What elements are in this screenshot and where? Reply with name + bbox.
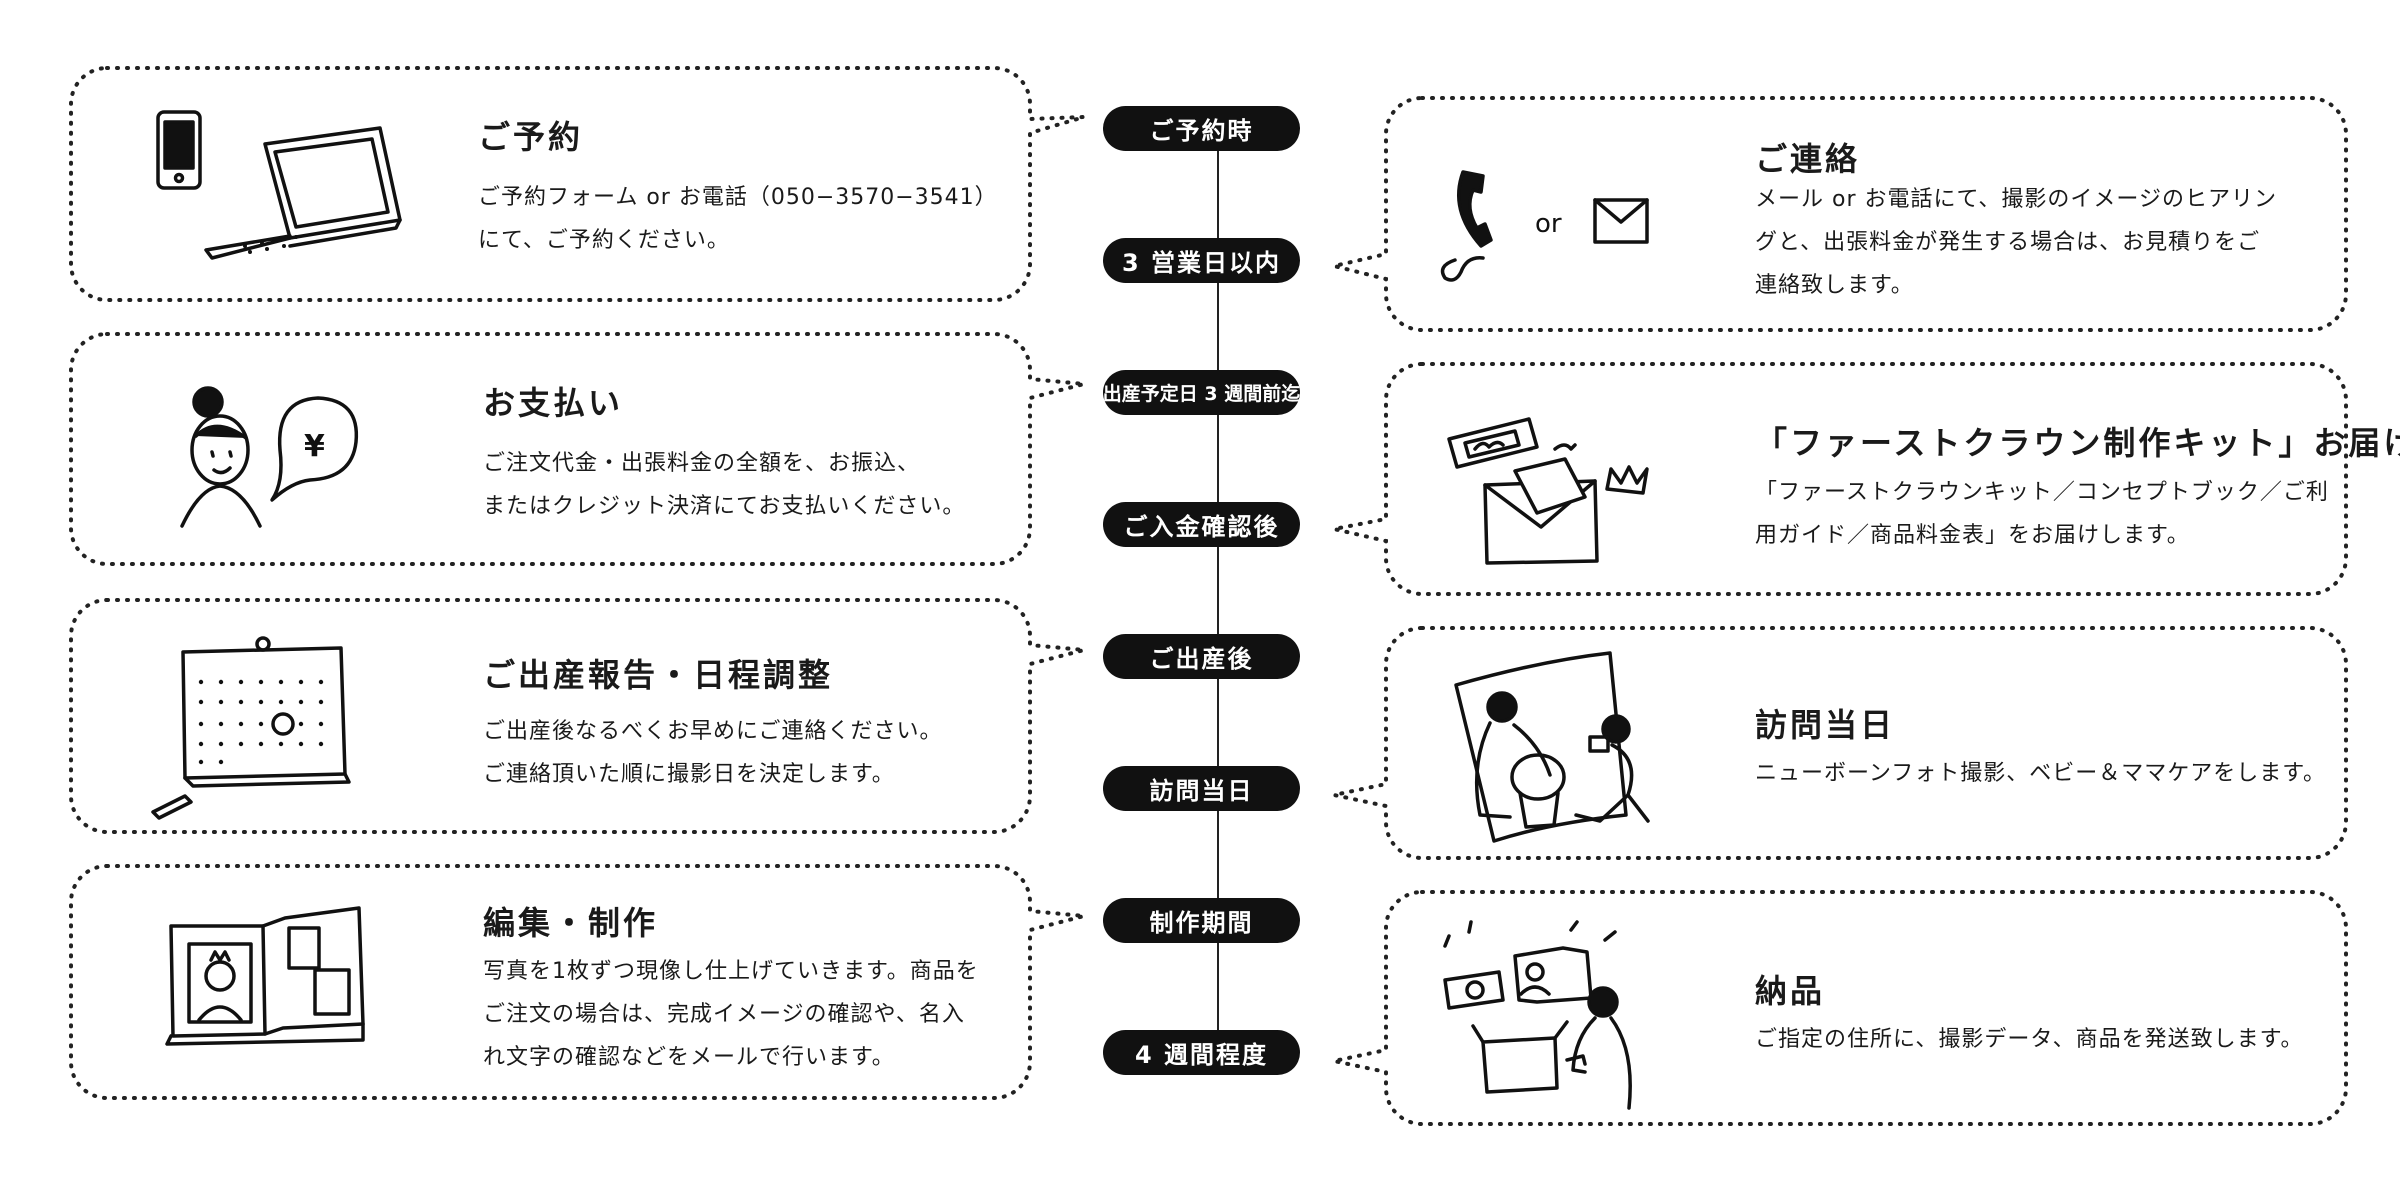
- step-text-line: ご出産後なるべくお早めにご連絡ください。: [483, 719, 943, 744]
- step-title-delivery: 納品: [1755, 972, 1826, 1010]
- step-text-line: 「ファーストクラウンキット／コンセプトブック／ご利: [1755, 480, 2329, 505]
- step-text-birth-report: ご出産後なるべくお早めにご連絡ください。 ご連絡頂いた順に撮影日を決定します。: [483, 710, 943, 796]
- bubble-outline-contact: [1333, 96, 2348, 332]
- step-title-editing: 編集・制作: [483, 904, 659, 942]
- step-text-editing: 写真を1枚ずつ現像し仕上げていきます。商品を ご注文の場合は、完成イメージの確認…: [483, 950, 979, 1079]
- bubble-outline-birth-report: [69, 598, 1085, 834]
- or-label: or: [1535, 209, 1562, 239]
- photographer-with-baby-icon: [1454, 651, 1650, 843]
- step-text-reservation: ご予約フォーム or お電話（050−3570−3541） にて、ご予約ください…: [478, 176, 998, 262]
- timeline-marker-visit-day: 訪問当日: [1103, 766, 1300, 811]
- step-text-line: 写真を1枚ずつ現像し仕上げていきます。商品を: [483, 959, 979, 984]
- telephone-or-envelope-icon: or: [1440, 170, 1649, 282]
- step-text-visit-day: ニューボーンフォト撮影、ベビー＆ママケアをします。: [1755, 752, 2326, 795]
- step-text-line: ご予約フォーム or お電話（050−3570−3541）: [478, 185, 998, 210]
- yen-sign: ¥: [304, 429, 325, 464]
- step-title-payment: お支払い: [483, 384, 624, 422]
- timeline-marker-reservation: ご予約時: [1103, 106, 1300, 151]
- step-text-line: にて、ご予約ください。: [478, 228, 730, 253]
- timeline-marker-after-payment: ご入金確認後: [1103, 502, 1300, 547]
- step-title-birth-report: ご出産報告・日程調整: [483, 656, 834, 694]
- step-text-line: 用ガイド／商品料金表」をお届けします。: [1755, 523, 2190, 548]
- step-title-kit-delivery: 「ファーストクラウン制作キット」お届け: [1755, 424, 2400, 462]
- bubble-outline-payment: [69, 332, 1085, 566]
- step-title-reservation: ご予約: [478, 118, 584, 156]
- step-text-kit-delivery: 「ファーストクラウンキット／コンセプトブック／ご利 用ガイド／商品料金表」をお届…: [1755, 471, 2329, 557]
- step-text-line: ご連絡頂いた順に撮影日を決定します。: [483, 762, 895, 787]
- timeline-marker-within-3-days: 3 営業日以内: [1103, 238, 1300, 283]
- step-text-line: グと、出張料金が発生する場合は、お見積りをご: [1755, 230, 2261, 255]
- step-text-line: れ文字の確認などをメールで行います。: [483, 1045, 895, 1070]
- step-text-line: ご注文代金・出張料金の全額を、お振込、: [483, 451, 921, 476]
- step-text-payment: ご注文代金・出張料金の全額を、お振込、 またはクレジット決済にてお支払いください…: [483, 442, 965, 528]
- step-title-contact: ご連絡: [1755, 140, 1861, 178]
- step-text-line: ニューボーンフォト撮影、ベビー＆ママケアをします。: [1755, 761, 2327, 786]
- step-text-line: ご指定の住所に、撮影データ、商品を発送致します。: [1755, 1027, 2304, 1052]
- timeline-marker-after-birth: ご出産後: [1103, 634, 1300, 679]
- step-text-line: またはクレジット決済にてお支払いください。: [483, 494, 966, 519]
- step-text-line: 連絡致します。: [1755, 273, 1914, 298]
- envelope-kit-crown-icon: [1447, 417, 1649, 565]
- bubble-outline-editing: [69, 864, 1085, 1100]
- timeline-marker-3-weeks-before: 出産予定日 3 週間前迄: [1103, 370, 1300, 415]
- bubble-outline-yoyaku: [69, 66, 1085, 302]
- delivery-box-person-icon: [1443, 920, 1632, 1110]
- phone-and-laptop-icon: [156, 110, 402, 260]
- step-text-line: ご注文の場合は、完成イメージの確認や、名入: [483, 1002, 965, 1027]
- open-photo-album-icon: [165, 906, 365, 1046]
- timeline-marker-4-weeks: 4 週間程度: [1103, 1030, 1300, 1075]
- timeline-marker-production: 制作期間: [1103, 898, 1300, 943]
- bubble-outline-delivery: [1333, 890, 2348, 1126]
- calendar-and-pencil-icon: [151, 636, 351, 820]
- step-text-delivery: ご指定の住所に、撮影データ、商品を発送致します。: [1755, 1018, 2303, 1061]
- step-title-visit-day: 訪問当日: [1755, 706, 1896, 744]
- step-text-contact: メール or お電話にて、撮影のイメージのヒアリン グと、出張料金が発生する場合…: [1755, 178, 2277, 307]
- person-with-yen-bubble-icon: ¥: [180, 386, 359, 528]
- step-text-line: メール or お電話にて、撮影のイメージのヒアリン: [1755, 187, 2277, 212]
